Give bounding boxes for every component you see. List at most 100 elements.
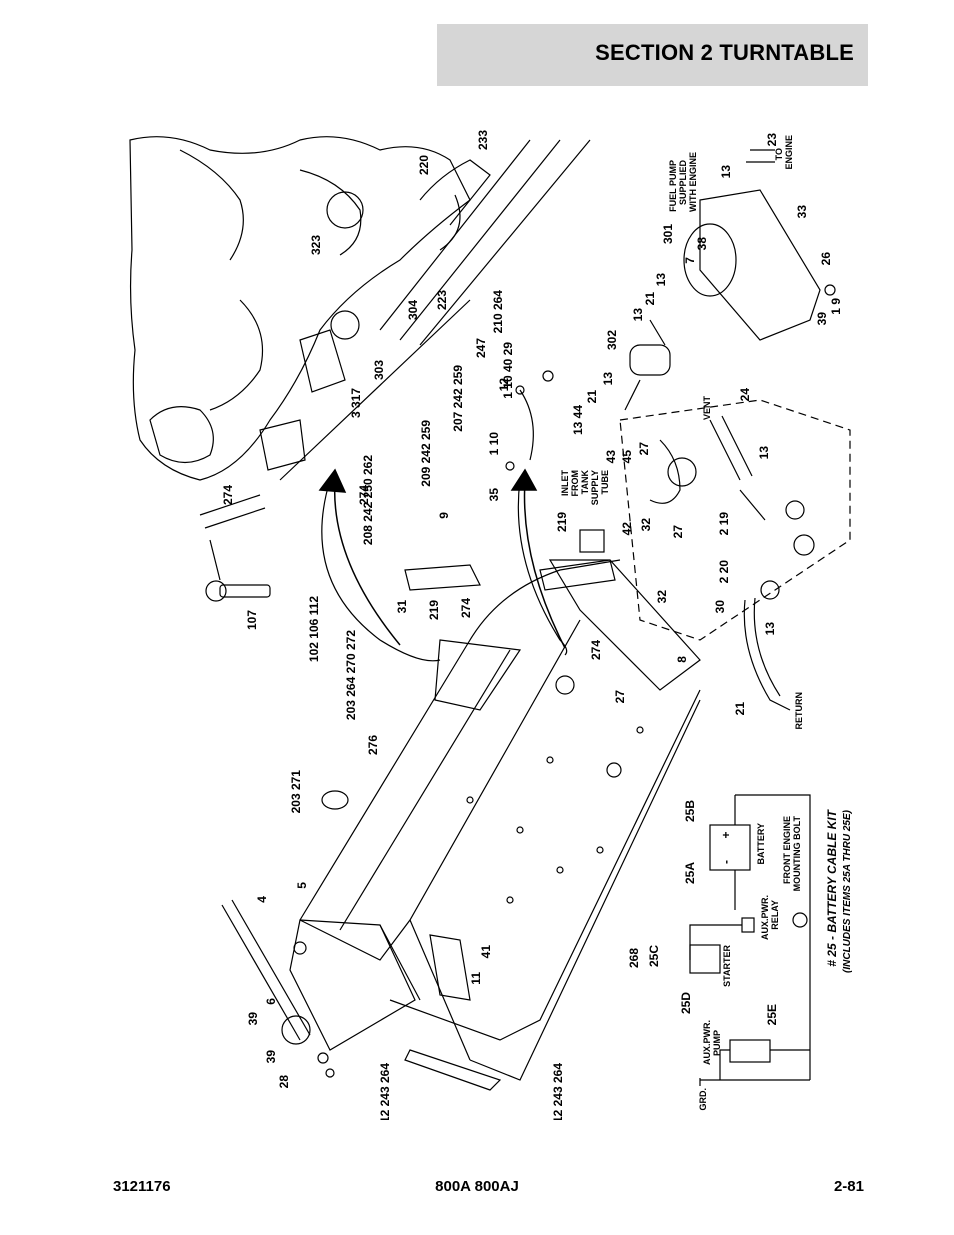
note-inlet-2: FROM bbox=[570, 470, 580, 497]
callout-25e: 25E bbox=[765, 1004, 779, 1025]
callout-203-271: 203 271 bbox=[289, 770, 303, 814]
callout-2-20: 2 20 bbox=[717, 560, 731, 584]
callout-8: 8 bbox=[675, 656, 689, 663]
model-number: 800A 800AJ bbox=[435, 1178, 519, 1195]
callout-31: 31 bbox=[395, 600, 409, 614]
callout-274-b: 274 bbox=[357, 485, 371, 505]
callout-42: 42 bbox=[620, 522, 634, 536]
note-inlet-4: SUPPLY bbox=[590, 470, 600, 505]
callout-208-242-250-262: 208 242 250 262 bbox=[361, 455, 375, 545]
callout-33: 33 bbox=[795, 205, 809, 219]
callout-45: 45 bbox=[620, 450, 634, 464]
callout-247: 247 bbox=[474, 338, 488, 358]
callout-1-9: 1 9 bbox=[829, 298, 843, 315]
callout-304: 304 bbox=[406, 300, 420, 320]
callout-3-317: 3 317 bbox=[349, 388, 363, 418]
callout-43: 43 bbox=[604, 450, 618, 464]
callout-11: 11 bbox=[469, 972, 483, 985]
callout-6: 6 bbox=[264, 998, 278, 1005]
callout-209-242-259: 209 242 259 bbox=[419, 420, 433, 487]
arrow-group bbox=[318, 468, 566, 649]
callout-21-c: 21 bbox=[733, 702, 747, 716]
callout-39-b: 39 bbox=[264, 1050, 278, 1064]
callout-38: 38 bbox=[695, 237, 709, 251]
callout-1-10: 1 10 bbox=[487, 432, 501, 456]
mounting-bolt-symbol bbox=[792, 912, 808, 928]
callout-303: 303 bbox=[372, 360, 386, 380]
callout-30: 30 bbox=[713, 600, 727, 614]
callout-323: 323 bbox=[309, 235, 323, 255]
callout-labels: 233 220 323 223 304 210 264 247 207 242 … bbox=[221, 130, 853, 1120]
callout-4: 4 bbox=[255, 896, 269, 903]
wiring-schematic bbox=[689, 794, 811, 1086]
callout-107: 107 bbox=[245, 610, 259, 630]
callout-276: 276 bbox=[366, 735, 380, 755]
callout-220: 220 bbox=[417, 155, 431, 175]
battery-plus: + bbox=[719, 831, 733, 838]
starter-label: STARTER bbox=[722, 945, 732, 987]
callout-302: 302 bbox=[605, 330, 619, 350]
callout-233: 233 bbox=[476, 130, 490, 150]
callout-274-a: 274 bbox=[221, 485, 235, 505]
section-header: SECTION 2 TURNTABLE bbox=[437, 24, 868, 86]
note-inlet-1: INLET bbox=[560, 469, 570, 496]
callout-27-c: 27 bbox=[637, 442, 651, 456]
callout-13-c: 13 bbox=[631, 308, 645, 322]
section-title: SECTION 2 TURNTABLE bbox=[595, 40, 854, 65]
note-fuel-pump-1: FUEL PUMP bbox=[668, 160, 678, 212]
note-fuel-pump-3: WITH ENGINE bbox=[688, 152, 698, 212]
callout-32-a: 32 bbox=[639, 518, 653, 532]
callout-274-d: 274 bbox=[589, 640, 603, 660]
callout-219-a: 219 bbox=[555, 512, 569, 532]
callout-25b: 25B bbox=[683, 800, 697, 822]
callout-13-44: 13 44 bbox=[571, 405, 585, 435]
callout-212-243-264-a: 212 243 264 bbox=[378, 1063, 392, 1120]
callout-9: 9 bbox=[437, 512, 451, 519]
ground-label: GRD. bbox=[698, 1088, 708, 1111]
callout-212-243-264-b: 212 243 264 bbox=[551, 1063, 565, 1120]
aux-relay-2: RELAY bbox=[770, 900, 780, 930]
callout-7: 7 bbox=[683, 257, 697, 264]
callout-27-b: 27 bbox=[613, 690, 627, 704]
front-engine-bolt-1: FRONT ENGINE bbox=[782, 816, 792, 884]
callout-32-b: 32 bbox=[655, 590, 669, 604]
relay-symbol bbox=[741, 917, 755, 933]
callout-13-b: 13 bbox=[654, 273, 668, 287]
note-to-engine-2: ENGINE bbox=[784, 135, 794, 170]
callout-21-a: 21 bbox=[643, 292, 657, 306]
aux-relay-1: AUX.PWR. bbox=[760, 895, 770, 940]
callout-21-b: 21 bbox=[585, 390, 599, 404]
aux-pump-symbol bbox=[729, 1039, 771, 1063]
callout-28: 28 bbox=[277, 1075, 291, 1089]
callout-35: 35 bbox=[487, 488, 501, 502]
callout-12: 12 bbox=[497, 378, 511, 392]
note-fuel-pump-2: SUPPLIED bbox=[678, 160, 688, 206]
callout-207-242-259: 207 242 259 bbox=[451, 365, 465, 432]
callout-268: 268 bbox=[627, 948, 641, 968]
front-engine-bolt-2: MOUNTING BOLT bbox=[792, 816, 802, 892]
turntable-parts-diagram: 233 220 323 223 304 210 264 247 207 242 … bbox=[129, 130, 853, 1120]
note-return: RETURN bbox=[794, 692, 804, 730]
aux-pump-1: AUX.PWR. bbox=[702, 1020, 712, 1065]
battery-symbol bbox=[709, 824, 751, 871]
page-number: 2-81 bbox=[833, 1178, 864, 1195]
callout-13-f: 13 bbox=[763, 622, 777, 636]
aux-pump-2: PUMP bbox=[712, 1030, 722, 1056]
callout-219-b: 219 bbox=[427, 600, 441, 620]
callout-301: 301 bbox=[661, 224, 675, 244]
callout-223: 223 bbox=[435, 290, 449, 310]
battery-label: BATTERY bbox=[756, 823, 766, 865]
note-vent: VENT bbox=[702, 396, 712, 421]
callout-26: 26 bbox=[819, 252, 833, 266]
callout-41: 41 bbox=[479, 945, 493, 959]
callout-2-19: 2 19 bbox=[717, 512, 731, 536]
note-inlet-3: TANK bbox=[580, 469, 590, 494]
callout-13-e: 13 bbox=[757, 446, 771, 460]
callout-13-a: 13 bbox=[719, 165, 733, 179]
callout-210-264: 210 264 bbox=[491, 290, 505, 334]
battery-minus: - bbox=[719, 860, 733, 864]
callout-274-c: 274 bbox=[459, 598, 473, 618]
callout-25d: 25D bbox=[679, 992, 693, 1014]
starter-symbol bbox=[689, 944, 721, 974]
doc-number: 3121176 bbox=[113, 1178, 171, 1195]
